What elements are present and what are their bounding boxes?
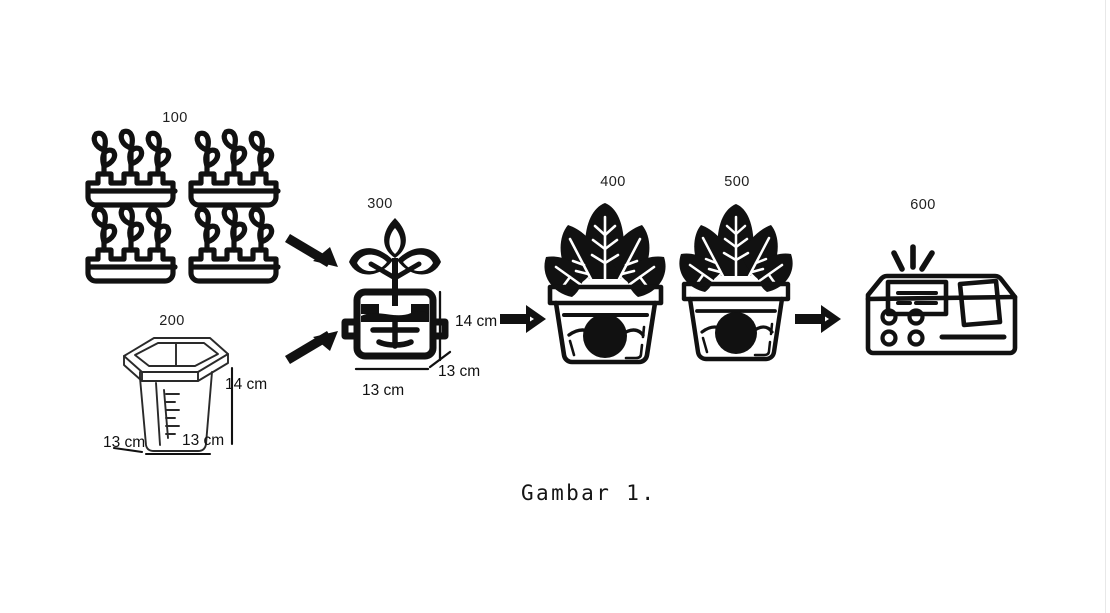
leafy-plant-pot-icon-400 <box>538 195 673 370</box>
arrow-seedling-to-plant-a <box>500 303 548 335</box>
arrow-pot-to-seedling <box>285 320 350 368</box>
knob-icon <box>880 308 898 326</box>
arrow-trays-to-seedling <box>285 230 350 278</box>
stage-label-100: 100 <box>162 110 188 126</box>
arrow-plant-b-to-instrument <box>795 303 843 335</box>
measuring-pot-icon <box>100 332 250 457</box>
figure-caption: Gambar 1. <box>521 481 657 505</box>
knob-icon <box>880 329 898 347</box>
stage-label-200: 200 <box>159 313 185 329</box>
seedling-height-dimension: 14 cm <box>455 313 498 330</box>
stage-label-600: 600 <box>910 197 936 213</box>
stage-label-500: 500 <box>724 174 750 190</box>
knob-icon <box>907 308 925 326</box>
potted-seedling-roots-icon <box>335 218 455 363</box>
seedling-tray-group <box>84 128 290 290</box>
seedling-tray-icon <box>85 128 178 208</box>
pot-height-dimension: 14 cm <box>225 376 268 393</box>
seedling-tray-icon <box>188 128 281 208</box>
seedling-dimension-lines <box>352 290 482 380</box>
substrate-ball <box>583 314 627 358</box>
knob-icon <box>907 329 925 347</box>
seedling-width-dimension: 13 cm <box>362 382 405 399</box>
stage-label-400: 400 <box>600 174 626 190</box>
page-edge-rule <box>1105 0 1106 613</box>
seedling-tray-icon <box>188 204 281 284</box>
seedling-tray-icon <box>85 204 178 284</box>
pot-depth-dimension: 13 cm <box>103 434 146 451</box>
seedling-depth-dimension: 13 cm <box>438 363 481 380</box>
substrate-ball <box>715 312 757 354</box>
stage-label-300: 300 <box>367 196 393 212</box>
spectrophotometer-icon <box>850 227 1025 362</box>
leafy-plant-pot-icon-500 <box>673 196 799 368</box>
pot-width-dimension: 13 cm <box>182 432 225 449</box>
